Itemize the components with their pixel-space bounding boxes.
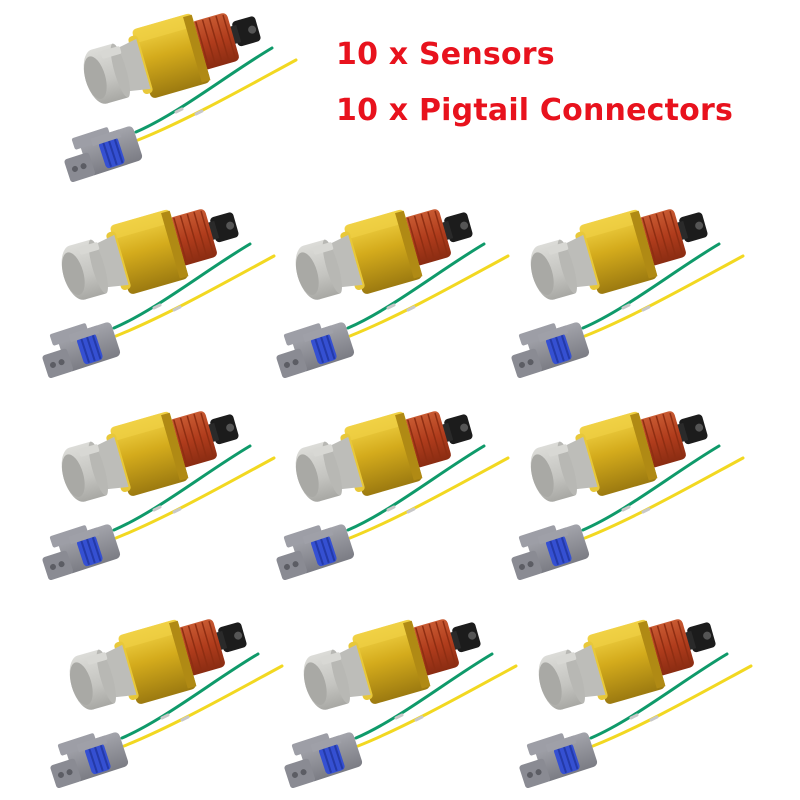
pigtail-wires	[581, 444, 745, 540]
blue-seal	[311, 333, 337, 365]
sensor-kit-1	[58, 0, 308, 184]
sensor-connector-cap	[530, 234, 598, 300]
caption-pigtail-connectors: 10 x Pigtail Connectors	[336, 93, 734, 128]
sensor-connector-cap	[303, 644, 371, 710]
pigtail-connector	[276, 524, 355, 581]
sensor	[295, 411, 473, 502]
sensor	[295, 209, 473, 300]
pigtail-connector	[64, 126, 143, 183]
blue-seal	[554, 743, 580, 775]
sensor	[61, 209, 239, 300]
sensor-connector-cap	[69, 644, 137, 710]
pigtail-connector	[519, 732, 598, 789]
pigtail-connector	[50, 732, 129, 789]
blue-seal	[311, 535, 337, 567]
pigtail-connector	[511, 524, 590, 581]
blue-seal	[77, 333, 103, 365]
pigtail-wires	[112, 242, 276, 338]
blue-seal	[546, 333, 572, 365]
sensor-connector-cap	[538, 644, 606, 710]
sensor	[83, 13, 261, 104]
pigtail-wires	[346, 242, 510, 338]
pigtail-connector	[42, 322, 121, 379]
blue-seal	[319, 743, 345, 775]
sensor-connector-cap	[530, 436, 598, 502]
pigtail-connector	[276, 322, 355, 379]
sensor-connector-cap	[61, 436, 129, 502]
sensor-kit-8	[44, 600, 294, 790]
pigtail-wires	[581, 242, 745, 338]
pigtail-wires	[112, 444, 276, 540]
sensor-kit-6	[270, 392, 520, 582]
sensor-connector-cap	[295, 234, 363, 300]
caption-sensors: 10 x Sensors	[336, 37, 555, 72]
sensor-connector-cap	[295, 436, 363, 502]
pigtail-wires	[589, 652, 753, 748]
sensor-kit-10	[513, 600, 763, 790]
sensor-kit-7	[505, 392, 755, 582]
sensor	[61, 411, 239, 502]
pigtail-connector	[284, 732, 363, 789]
sensor-kit-2	[36, 190, 286, 380]
pigtail-connector	[42, 524, 121, 581]
sensor-kit-4	[505, 190, 755, 380]
sensor	[538, 619, 716, 710]
sensor-kit-3	[270, 190, 520, 380]
sensor	[530, 209, 708, 300]
sensor	[530, 411, 708, 502]
blue-seal	[546, 535, 572, 567]
pigtail-connector	[511, 322, 590, 379]
blue-seal	[99, 137, 125, 169]
pigtail-wires	[354, 652, 518, 748]
sensor-connector-cap	[83, 38, 151, 104]
pigtail-wires	[134, 46, 298, 142]
sensor-kit-5	[36, 392, 286, 582]
sensor-connector-cap	[61, 234, 129, 300]
pigtail-wires	[346, 444, 510, 540]
sensor	[303, 619, 481, 710]
sensor-kit-9	[278, 600, 528, 790]
blue-seal	[85, 743, 111, 775]
sensor	[69, 619, 247, 710]
blue-seal	[77, 535, 103, 567]
pigtail-wires	[120, 652, 284, 748]
